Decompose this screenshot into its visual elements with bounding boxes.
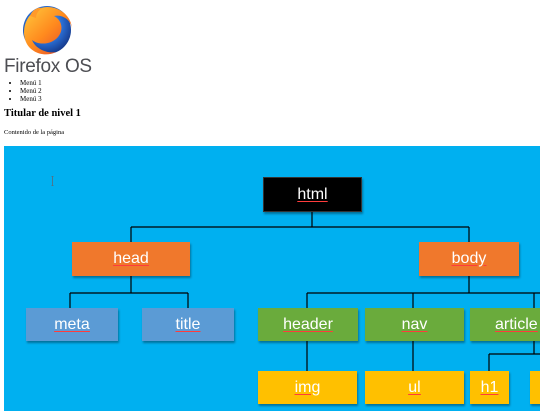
node-label: meta <box>54 315 90 333</box>
node-img: img <box>258 371 357 404</box>
menu-item-label: Menú 3 <box>20 95 42 103</box>
text-cursor-icon <box>51 176 54 186</box>
node-label: nav <box>401 315 428 333</box>
menu-list: Menú 1 Menú 2 Menú 3 <box>0 79 42 103</box>
node-label: head <box>113 250 149 267</box>
logo-text: Firefox OS <box>4 56 92 77</box>
firefox-logo-icon <box>23 6 72 55</box>
page-heading: Titular de nivel 1 <box>4 108 81 119</box>
page-content: Contenido de la página <box>4 129 65 136</box>
firefox-os-logo: Firefox OS <box>2 2 94 78</box>
menu-item[interactable]: Menú 2 <box>20 87 42 95</box>
node-head: head <box>72 242 190 276</box>
menu-item[interactable]: Menú 1 <box>20 79 42 87</box>
node-label: body <box>451 250 487 267</box>
node-label: h1 <box>480 378 499 396</box>
menu-item[interactable]: Menú 3 <box>20 95 42 103</box>
node-html: html <box>263 177 362 212</box>
dom-tree-diagram: html head body meta title header nav art… <box>4 146 540 411</box>
tree-connectors <box>69 212 540 371</box>
node-label: header <box>283 315 333 333</box>
node-title: title <box>142 308 234 341</box>
node-h1: h1 <box>470 371 509 404</box>
node-label: title <box>175 315 201 333</box>
node-article: article <box>470 308 540 341</box>
node-header: header <box>258 308 358 341</box>
node-label: ul <box>408 378 421 396</box>
node-nav: nav <box>365 308 464 341</box>
node-label: img <box>294 378 321 396</box>
node-label: html <box>297 185 328 203</box>
node-cropped <box>530 371 540 404</box>
menu-item-label: Menú 1 <box>20 79 42 87</box>
menu-item-label: Menú 2 <box>20 87 42 95</box>
node-label: article <box>495 315 538 333</box>
node-ul: ul <box>365 371 464 404</box>
node-meta: meta <box>26 308 118 341</box>
node-body: body <box>419 242 519 276</box>
